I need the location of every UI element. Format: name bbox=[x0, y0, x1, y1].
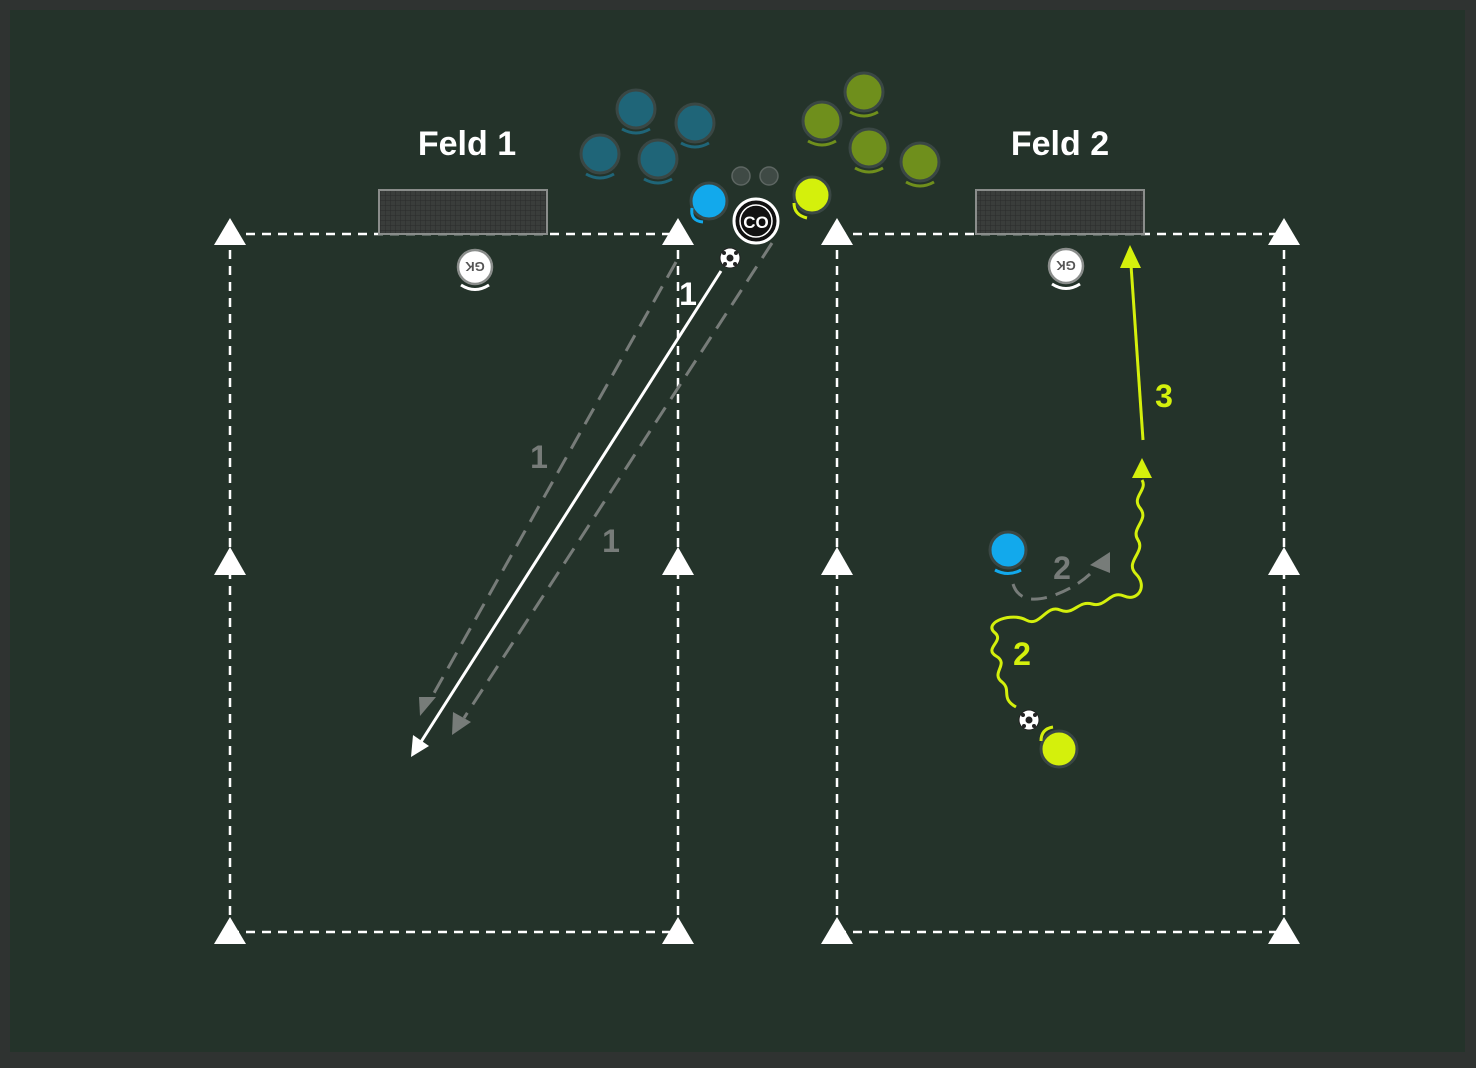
ghost-run-left bbox=[419, 261, 678, 716]
blue-team-queue bbox=[579, 88, 716, 185]
player-icon bbox=[689, 181, 729, 224]
player-icon bbox=[674, 102, 716, 149]
player-icon bbox=[848, 127, 890, 174]
cone-icon bbox=[1268, 917, 1300, 944]
step-label-shot: 3 bbox=[1155, 378, 1173, 414]
step-label-dribble: 2 bbox=[1013, 636, 1031, 672]
goalkeeper-icon: GK bbox=[1047, 247, 1085, 290]
player-icon bbox=[801, 100, 843, 147]
shot-arrow bbox=[1120, 245, 1145, 441]
goal-icon bbox=[378, 189, 548, 235]
player-icon bbox=[579, 133, 621, 180]
cone-icon bbox=[821, 547, 853, 575]
arrow-icon bbox=[411, 735, 429, 757]
ball-icon bbox=[719, 247, 741, 269]
cone-icon bbox=[1268, 218, 1300, 245]
pass-arrow bbox=[411, 270, 723, 757]
step-label-ghost-left: 1 bbox=[530, 439, 548, 475]
goalkeeper-label: GK bbox=[465, 259, 485, 274]
ghost-run-right bbox=[452, 242, 774, 735]
player-icon bbox=[792, 175, 832, 220]
dribble-path bbox=[990, 458, 1152, 709]
field-2-boundary bbox=[835, 232, 1286, 934]
ball-supply bbox=[731, 166, 779, 186]
goal-icon bbox=[975, 189, 1145, 235]
field-2-title: Feld 2 bbox=[1011, 125, 1109, 163]
step-label-defender-run: 2 bbox=[1053, 550, 1071, 586]
goalkeeper-icon: GK bbox=[456, 248, 494, 291]
cone-icon bbox=[214, 218, 246, 245]
defender-run bbox=[1011, 552, 1110, 601]
green-team-queue bbox=[801, 71, 941, 188]
player-icon bbox=[988, 530, 1028, 575]
player-icon bbox=[637, 138, 679, 185]
cone-icon bbox=[662, 917, 694, 944]
step-label-pass: 1 bbox=[679, 276, 697, 312]
player-icon bbox=[899, 141, 941, 188]
cone-icon bbox=[662, 218, 694, 245]
goalkeeper-label: GK bbox=[1056, 258, 1076, 273]
arrow-icon bbox=[1132, 458, 1152, 478]
coach-icon: CO bbox=[732, 197, 780, 245]
player-icon bbox=[843, 71, 885, 118]
ball-icon bbox=[1018, 709, 1040, 731]
cone-icon bbox=[214, 547, 246, 575]
cone-icon bbox=[1268, 547, 1300, 575]
pitch-background bbox=[10, 10, 1465, 1052]
ball-icon bbox=[731, 166, 751, 186]
coach-label: CO bbox=[743, 213, 769, 232]
player-icon bbox=[1039, 725, 1079, 769]
arrow-icon bbox=[1090, 552, 1110, 573]
cone-icon bbox=[662, 547, 694, 575]
field-1-title: Feld 1 bbox=[418, 125, 516, 163]
arrow-icon bbox=[452, 712, 471, 735]
ball-icon bbox=[759, 166, 779, 186]
step-label-ghost-right: 1 bbox=[602, 523, 620, 559]
arrow-icon bbox=[419, 697, 436, 716]
arrow-icon bbox=[1120, 245, 1141, 268]
cone-icon bbox=[821, 218, 853, 245]
cone-icon bbox=[821, 917, 853, 944]
cone-icon bbox=[214, 917, 246, 944]
cones bbox=[214, 218, 1300, 944]
player-icon bbox=[615, 88, 657, 135]
